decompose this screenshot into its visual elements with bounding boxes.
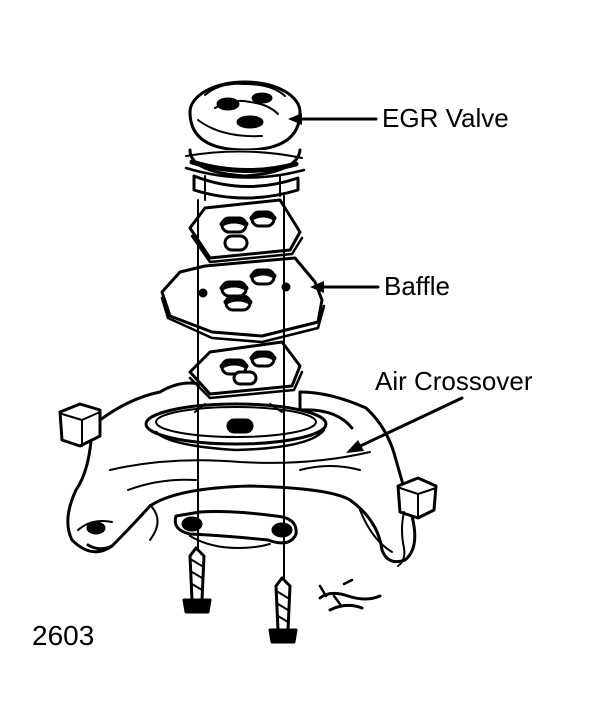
alignment-studs: [197, 175, 285, 617]
air-crossover-part: [58, 381, 438, 612]
baffle-part: [160, 256, 326, 344]
lower-gasket-part: [188, 340, 304, 400]
callout-leaders: [288, 113, 464, 453]
egr-valve-part: [184, 80, 306, 200]
mounting-bolt-right: [268, 576, 298, 644]
figure-number: 2603: [32, 620, 95, 651]
upper-gasket-part: [188, 198, 304, 264]
baffle-label: Baffle: [384, 271, 451, 301]
air-crossover-label: Air Crossover: [375, 366, 533, 396]
egr-valve-label: EGR Valve: [382, 103, 509, 133]
mounting-bolt-left: [182, 546, 212, 614]
